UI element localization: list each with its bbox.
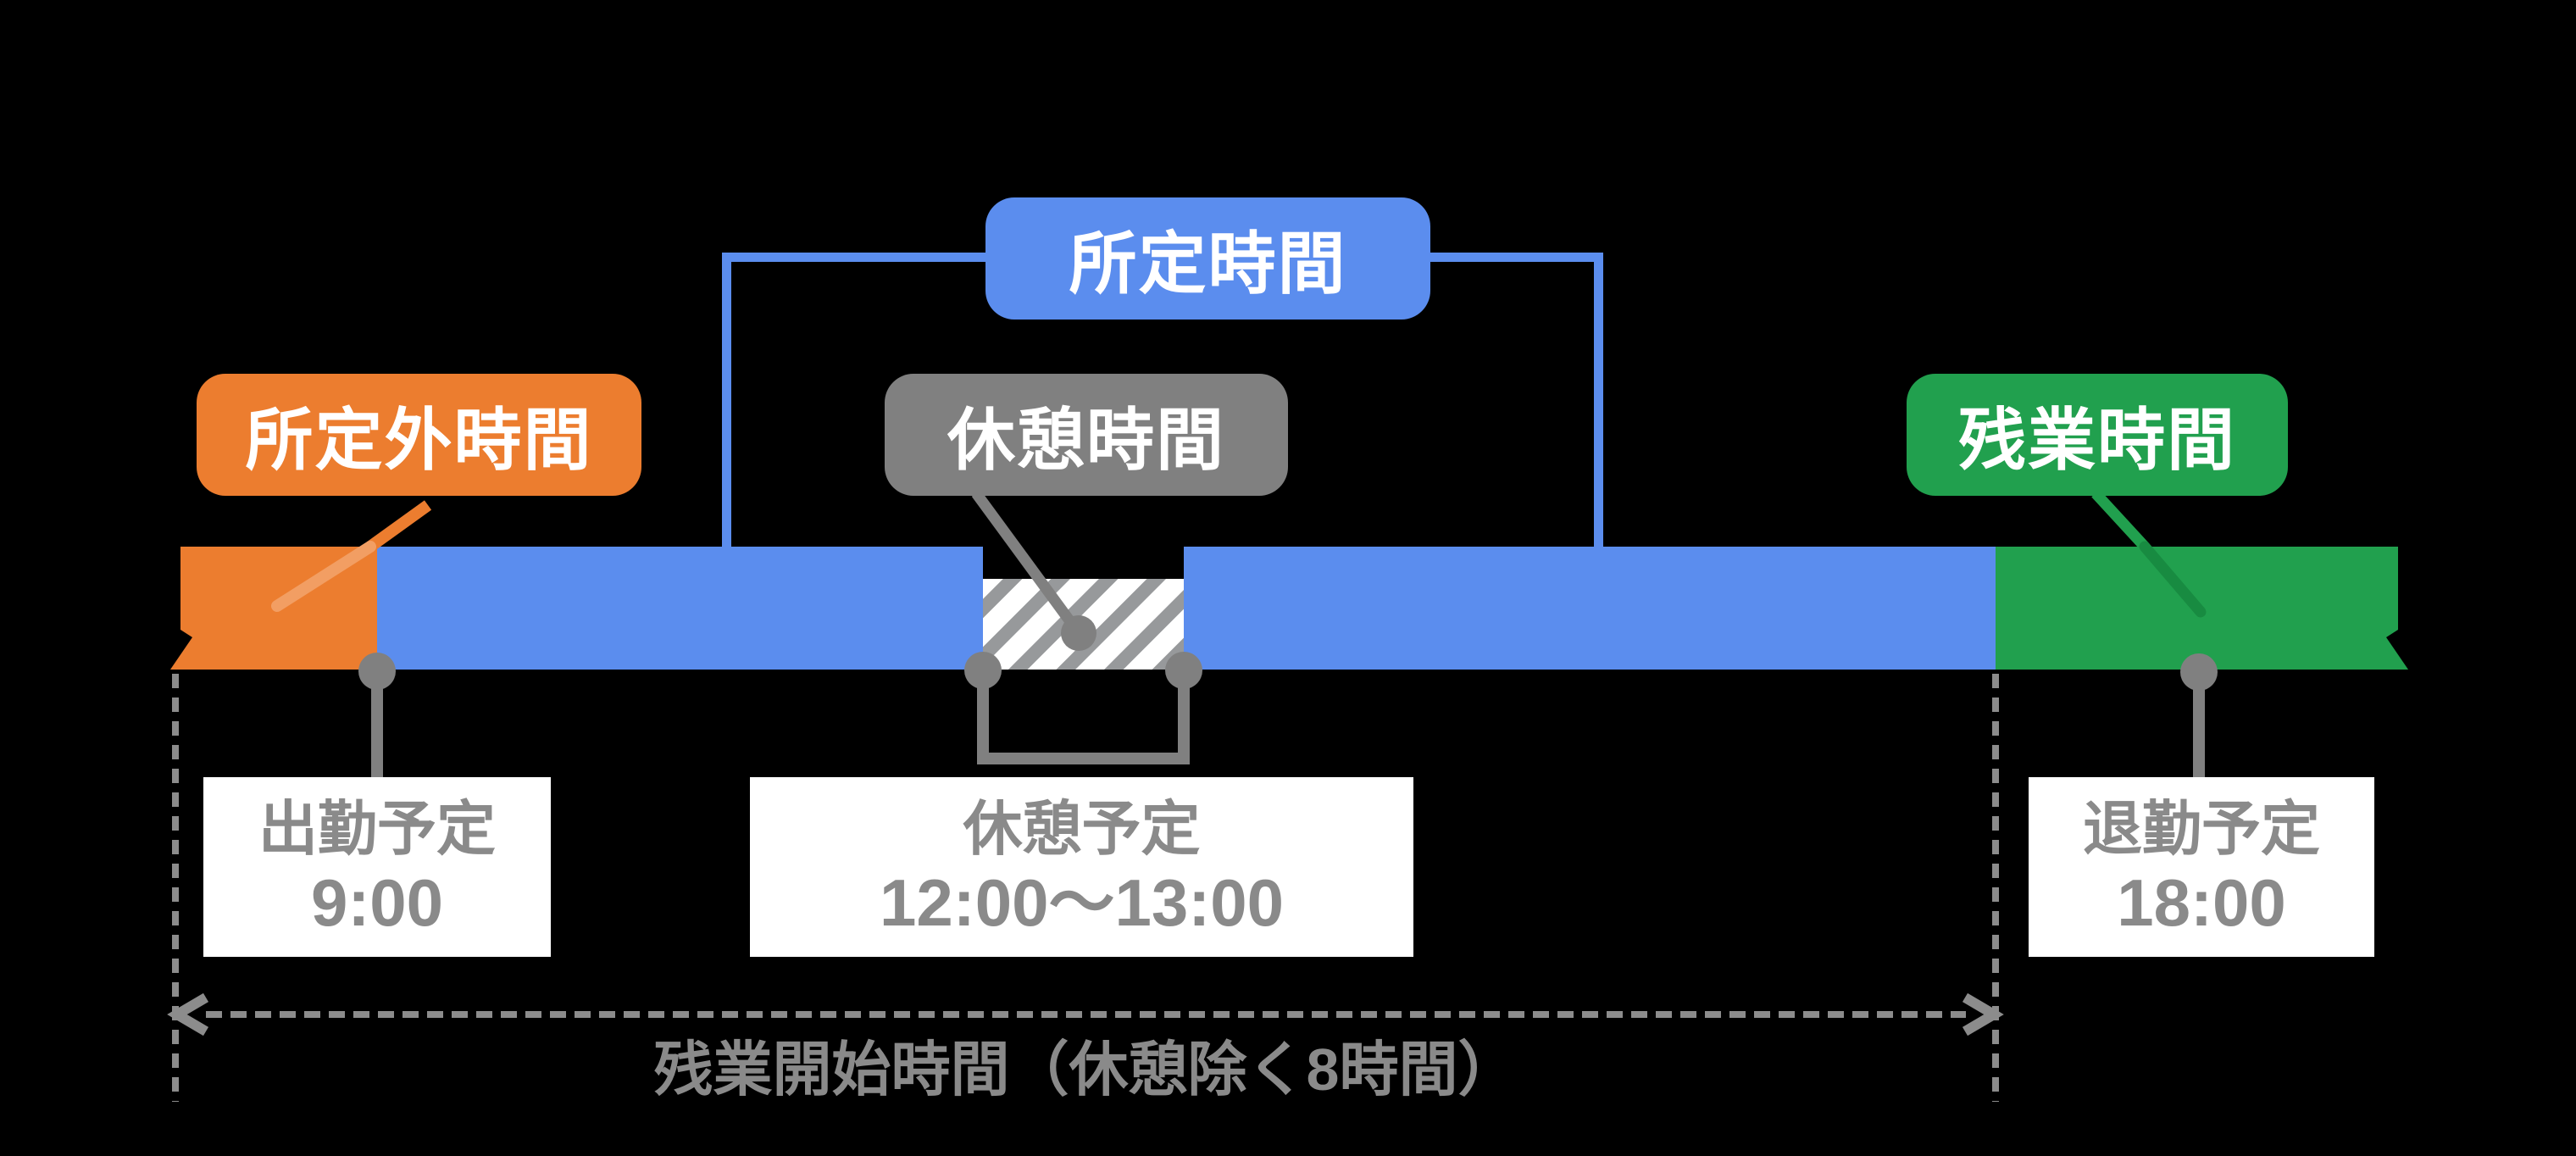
badge-outside-hours: 所定外時間 bbox=[197, 374, 641, 496]
scheduled-bracket-right bbox=[1429, 253, 1603, 551]
overtime-start-annotation: 残業開始時間（休憩除く8時間） bbox=[653, 1037, 1518, 1103]
break-title: 休憩予定 bbox=[963, 796, 1201, 862]
arrow-left-icon bbox=[167, 992, 209, 1037]
badge-overtime-hours-label: 残業時間 bbox=[1958, 403, 2236, 478]
clock-in-time: 9:00 bbox=[310, 865, 444, 940]
clock-in-marker-stem bbox=[371, 671, 383, 777]
overtime-badge-connector-inbar bbox=[2139, 541, 2207, 618]
break-badge-connector-dot bbox=[1061, 615, 1096, 651]
badge-break-hours: 休憩時間 bbox=[885, 374, 1288, 496]
clock-in-time-box: 出勤予定 9:00 bbox=[203, 777, 551, 957]
badge-scheduled-hours-label: 所定時間 bbox=[1069, 226, 1347, 302]
badge-outside-hours-label: 所定外時間 bbox=[245, 403, 593, 478]
badge-overtime-hours: 残業時間 bbox=[1907, 374, 2288, 496]
badge-scheduled-hours: 所定時間 bbox=[985, 197, 1430, 320]
clock-out-title: 退勤予定 bbox=[2083, 796, 2320, 862]
scheduled-bracket-left bbox=[722, 253, 987, 551]
break-time-box: 休憩予定 12:00〜13:00 bbox=[750, 777, 1413, 957]
timeline-bar-scheduled-am bbox=[377, 547, 983, 670]
badge-break-hours-label: 休憩時間 bbox=[947, 403, 1225, 478]
clock-in-title: 出勤予定 bbox=[258, 796, 496, 862]
break-badge-connector bbox=[971, 490, 1084, 636]
outside-badge-connector-inbar bbox=[271, 541, 376, 612]
break-time: 12:00〜13:00 bbox=[880, 865, 1284, 940]
clock-out-marker-stem bbox=[2193, 672, 2205, 777]
clock-out-time-box: 退勤予定 18:00 bbox=[2029, 777, 2374, 957]
clock-out-time: 18:00 bbox=[2117, 865, 2286, 940]
outside-badge-connector bbox=[366, 500, 432, 552]
break-marker-bracket bbox=[977, 670, 1190, 764]
timeline-bar-scheduled-pm bbox=[1184, 547, 1996, 670]
arrow-right-icon bbox=[1962, 992, 2004, 1037]
overtime-badge-connector bbox=[2091, 489, 2149, 551]
